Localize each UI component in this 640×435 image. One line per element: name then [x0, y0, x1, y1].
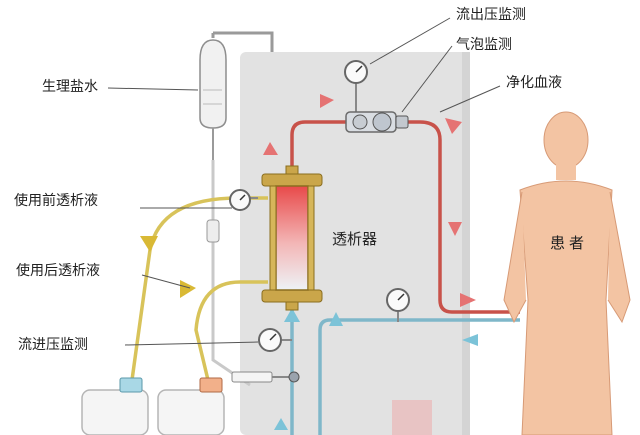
- leader-clean: [439, 85, 501, 113]
- flow-arrow-red: [445, 118, 462, 134]
- fresh-dialysate-label: 使用前透析液: [14, 193, 98, 209]
- leader-saline: [107, 87, 199, 91]
- flow-arrow-yellow: [180, 280, 196, 298]
- flow-arrow-yellow: [140, 236, 158, 252]
- iv-pole: [211, 31, 274, 52]
- flow-arrow-red: [460, 293, 476, 307]
- saline-bag-icon: [199, 39, 227, 160]
- watermark: [392, 400, 432, 435]
- leader-inflow: [124, 341, 259, 346]
- flow-arrow-blue: [329, 312, 343, 326]
- leader-used: [141, 274, 191, 289]
- outflow-pressure-label: 流出压监测: [456, 7, 526, 23]
- patient-silhouette-icon: [503, 111, 631, 435]
- dialysate-jug-icon: [81, 377, 149, 435]
- syringe-icon: [231, 371, 300, 383]
- flow-arrow-blue: [284, 308, 300, 322]
- patient-label: 患者: [550, 234, 589, 252]
- bubble-monitor-label: 气泡监测: [456, 37, 512, 53]
- drip-chamber: [206, 219, 220, 243]
- dialyzer-cartridge-icon: [261, 165, 323, 311]
- flow-arrow-blue: [462, 334, 478, 346]
- bubble-detector-icon: [345, 111, 409, 133]
- venous-line-patient: [318, 318, 520, 435]
- flow-arrow-red: [448, 222, 462, 236]
- flow-arrow-red: [263, 142, 278, 155]
- leader-bubble: [401, 45, 453, 113]
- saline-label: 生理盐水: [42, 79, 98, 95]
- inflow-pressure-label: 流进压监测: [18, 337, 88, 353]
- dialysate-jug-icon: [157, 377, 225, 435]
- pressure-gauge-icon: [386, 288, 410, 322]
- dialyzer-label: 透析器: [332, 230, 378, 248]
- clean-blood-label: 净化血液: [506, 75, 562, 91]
- used-dialysate-label: 使用后透析液: [16, 263, 100, 279]
- arterial-line: [290, 120, 520, 314]
- machine-panel: [240, 52, 470, 435]
- used-dialysate-line: [194, 280, 268, 381]
- flow-arrow-blue: [274, 418, 288, 430]
- pressure-gauge-icon: [344, 60, 368, 116]
- pressure-gauge-icon: [229, 189, 258, 211]
- machine-panel-shadow: [462, 52, 470, 435]
- leader-outflow: [369, 17, 451, 65]
- pressure-gauge-icon: [258, 328, 292, 352]
- flow-arrow-red: [320, 94, 334, 108]
